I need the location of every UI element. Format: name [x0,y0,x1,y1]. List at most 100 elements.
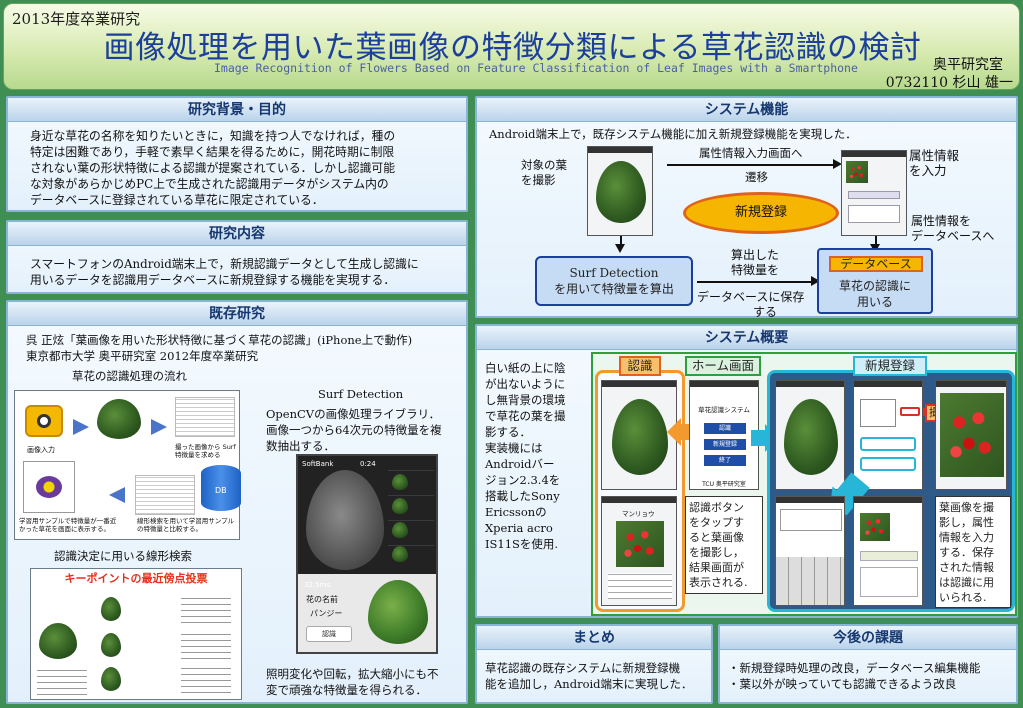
attribute-db-label: 属性情報を データベースへ [911,214,994,244]
tab-home: ホーム画面 [685,356,761,376]
search-caption: 認識決定に用いる線形検索 [54,549,192,563]
shoot-button[interactable] [900,407,920,416]
note-line: ると葉画像 [689,531,744,544]
home-title: 草花認識システム [698,406,750,414]
label-line: する [753,305,778,319]
iphone-screenshot: SoftBank 0:24 32.5ms 花の名前 パンジー 認識 [296,454,438,654]
research-content-title: 研究内容 [8,222,466,246]
background-line: データベースに登録されている草花に限定されている． [30,193,324,207]
target-leaf-label: 対象の葉 を撮影 [521,158,567,188]
flow-caption: 草花の認識処理の流れ [72,369,187,383]
desc-line: ジョン2.3.4を [485,473,561,487]
model-leaf-image [101,667,121,691]
note-line: をタップす [689,516,744,529]
home-screen: 草花認識システム 認識 新規登録 終了 TCU 奥平研究室 [689,380,759,490]
note-line: 影し，属性 [939,516,994,529]
future-work-item: ・葉以外が映っていても認識できるよう改良 [728,677,957,691]
flow-input-label: 画像入力 [27,446,55,454]
home-exit-button[interactable]: 終了 [704,455,746,466]
surf-detection-title: Surf Detection [318,387,404,401]
poster-title: 画像処理を用いた葉画像の特徴分類による草花認識の検討 [103,30,922,66]
db-icon-label: DB [215,486,227,495]
cyan-arrow-body [751,430,765,446]
capture-screen-image [587,146,653,236]
desc-line: し無背景の環境 [485,393,566,407]
register-note: 葉画像を撮 影し，属性 情報を入力 する．保存 された情報 は認識に用 いられる… [935,496,1011,608]
sample-data-image [135,475,195,515]
arrowhead-icon [811,276,820,286]
recognize-camera-screen [601,380,677,490]
label-line: 算出した [731,248,780,262]
flow-arrow-icon [151,419,167,435]
attribute-save-button[interactable] [860,457,916,471]
note-line: 情報を入力 [939,531,994,544]
leaf-photo [596,161,646,223]
name-field-image [860,551,918,561]
system-overview-description: 白い紙の上に陰 が出ないように し無背景の環境 で草花の葉を撮 影する． 実装機… [485,360,566,552]
home-register-button[interactable]: 新規登録 [704,439,746,450]
desc-line: 白い紙の上に陰 [485,361,566,375]
transition-label-2: 遷移 [745,170,768,184]
register-confirm-screen [853,496,923,606]
note-line: いられる. [939,591,987,604]
calculated-feature-label: 算出した 特徴量を [731,248,779,278]
matched-leaves-list [388,470,434,570]
flower-name-value: パンジー [310,609,343,618]
desc-line: 実装機には [485,441,543,455]
attribute-input-label: 属性情報 を入力 [909,148,959,178]
result-flower-name: マンリョウ [622,510,655,518]
label-line: 用いる [856,295,893,309]
label-line: を入力 [909,163,947,178]
attribute-input-button[interactable] [860,437,916,451]
flow-arrow-left-icon [109,487,125,503]
label-line: 特徴量を [731,263,780,277]
flower-thumbnail [846,161,868,183]
home-recognize-button[interactable]: 認識 [704,423,746,434]
query-feature-list [37,665,87,695]
note-line: 認識ボタン [689,501,744,514]
attribute-input-screen-image [841,150,907,236]
system-overview-panel: システム概要 白い紙の上に陰 が出ないように し無背景の環境 で草花の葉を撮 影… [475,324,1018,618]
linear-search-diagram: キーポイントの最近傍点投票 [30,568,242,700]
text-input-image [780,509,842,531]
flower-photo [940,393,1004,477]
leaf-photo [784,399,838,475]
recognize-note: 認識ボタン をタップす ると葉画像 を撮影し， 結果画面が 表示される. [685,496,763,594]
label-line: 属性情報を [911,214,972,228]
system-function-title: システム機能 [477,98,1016,122]
register-form-screen [853,380,923,490]
note-line: を撮影し， [689,546,744,559]
down-arrow [620,236,622,246]
recognize-result-screen: マンリョウ [601,496,677,606]
arrowhead-icon [615,244,625,253]
down-arrow [875,236,877,246]
note-line: 表示される. [689,576,748,589]
note-line: する．保存 [939,546,994,559]
background-line: されない葉の形状特徴による認識が提案されている．しかし認識可能 [30,161,395,175]
input-field-image [848,191,900,199]
database-box: データベース 草花の認識に 用いる [817,248,933,314]
tab-recognize: 認識 [619,356,661,376]
desc-line: Ericssonの [485,505,547,519]
desc-line: 影する． [485,425,531,439]
background-panel: 研究背景・目的 身近な草花の名称を知りたいときに，知識を持つ人でなければ，種の … [6,96,468,212]
box-line: を用いて特徴量を算出 [554,282,674,296]
phone-recognize-button[interactable]: 認識 [306,626,352,642]
save-label: データベースに保存 する [697,290,804,320]
summary-text: 草花認識の既存システムに新規登録機 能を追加し，Android端末に実現した． [485,660,693,692]
home-footer: TCU 奥平研究室 [702,481,746,488]
flower-photo [616,521,664,567]
label-line: データベースに保存 [697,290,805,304]
leaf-thumbnail [97,399,141,439]
desc-line: 搭載したSony [485,489,560,503]
future-work-title: 今後の課題 [720,626,1016,650]
note-line: 葉画像を撮 [939,501,994,514]
result-screen-image [23,461,75,513]
label-line: 草花の認識に [838,279,911,293]
author-name: 0732110 杉山 雄一 [885,75,1013,91]
register-photo-screen [935,380,1007,490]
background-line: な対象があらかじめPC上で生成された認識用データがシステム内の [30,177,389,191]
system-overview-title: システム概要 [477,326,1016,350]
new-registration-ellipse: 新規登録 [683,192,839,234]
camera-icon [25,405,63,437]
